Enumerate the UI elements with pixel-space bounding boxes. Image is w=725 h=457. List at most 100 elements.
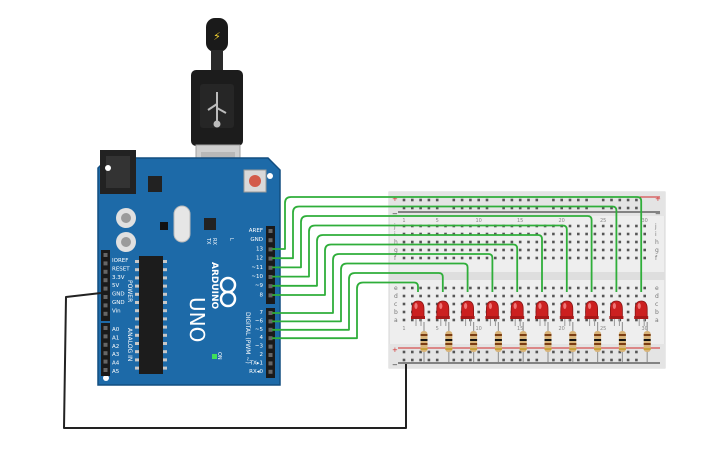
breadboard-hole[interactable]: [518, 256, 522, 260]
breadboard-hole[interactable]: [626, 318, 630, 322]
breadboard-hole[interactable]: [577, 256, 580, 260]
rail-hole[interactable]: [618, 350, 622, 354]
breadboard-hole[interactable]: [610, 232, 613, 236]
rail-hole[interactable]: [510, 206, 514, 210]
breadboard-hole[interactable]: [601, 248, 605, 252]
header-hole[interactable]: [103, 368, 108, 372]
breadboard-hole[interactable]: [469, 240, 472, 244]
rail-hole[interactable]: [469, 350, 472, 354]
rail-hole[interactable]: [402, 206, 406, 210]
breadboard-hole[interactable]: [585, 224, 588, 228]
rail-hole[interactable]: [601, 350, 605, 354]
breadboard-hole[interactable]: [452, 248, 456, 252]
breadboard-hole[interactable]: [610, 248, 613, 252]
header-hole[interactable]: [103, 269, 108, 274]
breadboard-hole[interactable]: [552, 294, 555, 298]
breadboard-hole[interactable]: [527, 286, 530, 290]
rail-hole[interactable]: [477, 350, 480, 354]
breadboard-hole[interactable]: [568, 248, 572, 252]
breadboard-hole[interactable]: [477, 256, 480, 260]
breadboard-hole[interactable]: [502, 310, 505, 314]
rail-hole[interactable]: [485, 198, 489, 202]
breadboard-hole[interactable]: [502, 232, 505, 236]
rail-hole[interactable]: [568, 358, 572, 362]
rail-hole[interactable]: [402, 350, 406, 354]
rail-hole[interactable]: [402, 198, 406, 202]
rail-hole[interactable]: [502, 350, 505, 354]
breadboard-hole[interactable]: [585, 256, 588, 260]
rail-hole[interactable]: [568, 198, 572, 202]
breadboard-hole[interactable]: [535, 286, 539, 290]
rail-hole[interactable]: [527, 206, 530, 210]
breadboard-hole[interactable]: [635, 294, 638, 298]
rail-hole[interactable]: [560, 206, 563, 210]
breadboard-hole[interactable]: [435, 286, 439, 290]
breadboard-hole[interactable]: [411, 232, 414, 236]
breadboard-hole[interactable]: [535, 318, 539, 322]
breadboard-hole[interactable]: [402, 302, 406, 306]
rail-hole[interactable]: [477, 198, 480, 202]
breadboard-hole[interactable]: [510, 294, 514, 298]
header-hole[interactable]: [268, 319, 273, 324]
resistor[interactable]: [643, 322, 651, 362]
rail-hole[interactable]: [502, 206, 505, 210]
breadboard-hole[interactable]: [626, 256, 630, 260]
breadboard-hole[interactable]: [552, 248, 555, 252]
breadboard-hole[interactable]: [577, 224, 580, 228]
breadboard-hole[interactable]: [510, 240, 514, 244]
rail-hole[interactable]: [427, 206, 431, 210]
breadboard-hole[interactable]: [502, 286, 505, 290]
breadboard-hole[interactable]: [411, 294, 414, 298]
breadboard-hole[interactable]: [543, 286, 547, 290]
breadboard-hole[interactable]: [469, 232, 472, 236]
breadboard-hole[interactable]: [585, 240, 588, 244]
rail-hole[interactable]: [568, 206, 572, 210]
breadboard-hole[interactable]: [427, 256, 431, 260]
breadboard-hole[interactable]: [485, 256, 489, 260]
header-hole[interactable]: [268, 238, 273, 243]
breadboard-hole[interactable]: [444, 248, 447, 252]
breadboard-hole[interactable]: [452, 286, 456, 290]
breadboard-hole[interactable]: [502, 318, 505, 322]
breadboard-hole[interactable]: [593, 294, 597, 298]
breadboard-hole[interactable]: [510, 248, 514, 252]
led[interactable]: [510, 300, 525, 326]
rail-hole[interactable]: [577, 198, 580, 202]
breadboard-hole[interactable]: [568, 294, 572, 298]
rail-hole[interactable]: [460, 198, 464, 202]
breadboard-hole[interactable]: [527, 240, 530, 244]
rail-hole[interactable]: [518, 198, 522, 202]
breadboard-hole[interactable]: [560, 232, 563, 236]
rail-hole[interactable]: [577, 206, 580, 210]
rail-hole[interactable]: [552, 198, 555, 202]
breadboard-hole[interactable]: [510, 232, 514, 236]
breadboard-hole[interactable]: [635, 248, 638, 252]
breadboard-hole[interactable]: [560, 256, 563, 260]
rail-hole[interactable]: [585, 206, 588, 210]
breadboard-hole[interactable]: [618, 256, 622, 260]
breadboard-hole[interactable]: [444, 240, 447, 244]
header-hole[interactable]: [268, 327, 273, 332]
rail-hole[interactable]: [585, 198, 588, 202]
breadboard-hole[interactable]: [427, 310, 431, 314]
rail-hole[interactable]: [560, 198, 563, 202]
breadboard-hole[interactable]: [535, 256, 539, 260]
breadboard-hole[interactable]: [543, 232, 547, 236]
signal-wire[interactable]: [272, 253, 494, 314]
rail-hole[interactable]: [469, 198, 472, 202]
breadboard-hole[interactable]: [643, 248, 646, 252]
breadboard-hole[interactable]: [518, 286, 522, 290]
breadboard-hole[interactable]: [469, 256, 472, 260]
breadboard-hole[interactable]: [494, 294, 497, 298]
breadboard-hole[interactable]: [601, 240, 605, 244]
header-hole[interactable]: [103, 351, 108, 356]
breadboard-hole[interactable]: [560, 286, 563, 290]
header-hole[interactable]: [103, 311, 108, 316]
breadboard-hole[interactable]: [543, 256, 547, 260]
rail-hole[interactable]: [626, 350, 630, 354]
breadboard-hole[interactable]: [610, 256, 613, 260]
breadboard-hole[interactable]: [427, 318, 431, 322]
breadboard-hole[interactable]: [626, 224, 630, 228]
header-hole[interactable]: [268, 344, 273, 349]
